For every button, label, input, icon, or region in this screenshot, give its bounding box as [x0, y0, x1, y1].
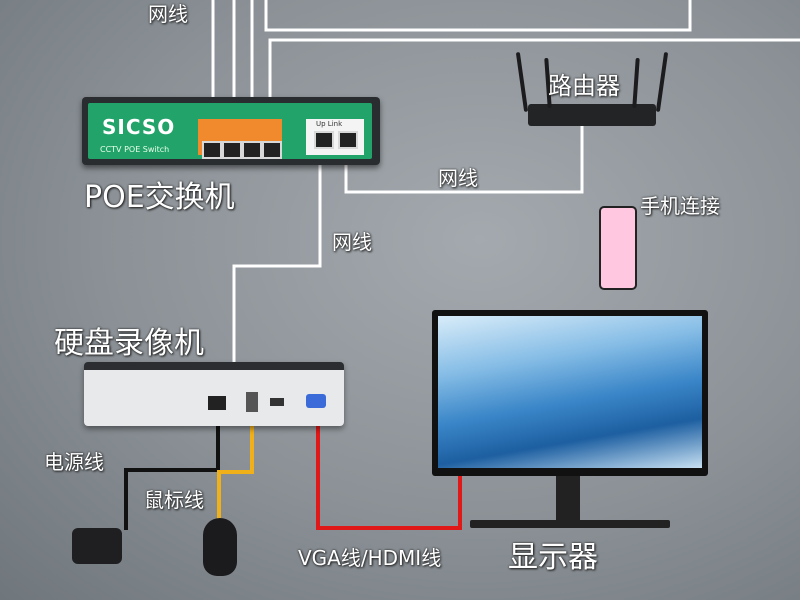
router-switch-cable-label: 网线	[438, 166, 478, 190]
monitor-stand	[556, 476, 580, 522]
poe-port-2	[222, 141, 242, 159]
monitor-icon	[432, 310, 708, 476]
uplink-ports: Up Link	[306, 119, 364, 155]
monitor-base	[470, 520, 670, 528]
switch-nvr-cable-label: 网线	[332, 230, 372, 254]
nvr-label: 硬盘录像机	[54, 326, 204, 361]
monitor-screen	[438, 316, 702, 468]
poe-port-4	[262, 141, 282, 159]
mouse-cable	[217, 410, 254, 520]
video-cable	[316, 410, 462, 530]
poe-ports	[198, 119, 282, 159]
uplink-port-2	[338, 131, 358, 149]
nvr-device	[84, 362, 344, 426]
top-cable-label: 网线	[148, 2, 188, 26]
poe-switch: SICSO CCTV POE Switch Up Link	[82, 97, 380, 165]
mouse-icon	[203, 518, 237, 576]
switch-nvr-cable	[232, 140, 322, 400]
poe-port-1	[202, 141, 222, 159]
phone-label: 手机连接	[640, 194, 720, 218]
uplink-port-1	[314, 131, 334, 149]
camera-cable-4b	[268, 38, 800, 118]
nvr-hdmi-port	[270, 398, 284, 406]
power-cable	[124, 410, 220, 530]
nvr-vga-port	[306, 394, 326, 408]
mouse-cable-label: 鼠标线	[144, 488, 204, 512]
nvr-usb-port	[246, 392, 258, 412]
video-cable-label: VGA线/HDMI线	[298, 546, 442, 570]
power-cable-label: 电源线	[44, 450, 104, 474]
nvr-lan-port	[208, 396, 226, 410]
router-icon	[515, 52, 669, 126]
phone-icon	[599, 206, 637, 290]
poe-switch-panel: SICSO CCTV POE Switch Up Link	[88, 103, 372, 159]
brand-label: SICSO	[102, 115, 176, 139]
power-adapter-icon	[72, 528, 122, 564]
router-switch-cable	[344, 126, 584, 194]
model-label: CCTV POE Switch	[100, 145, 170, 154]
poe-switch-label: POE交换机	[84, 180, 235, 215]
router-label: 路由器	[548, 72, 620, 100]
poe-port-3	[242, 141, 262, 159]
uplink-label: Up Link	[316, 120, 343, 128]
camera-cable-4	[264, 0, 692, 32]
monitor-label: 显示器	[508, 540, 598, 575]
